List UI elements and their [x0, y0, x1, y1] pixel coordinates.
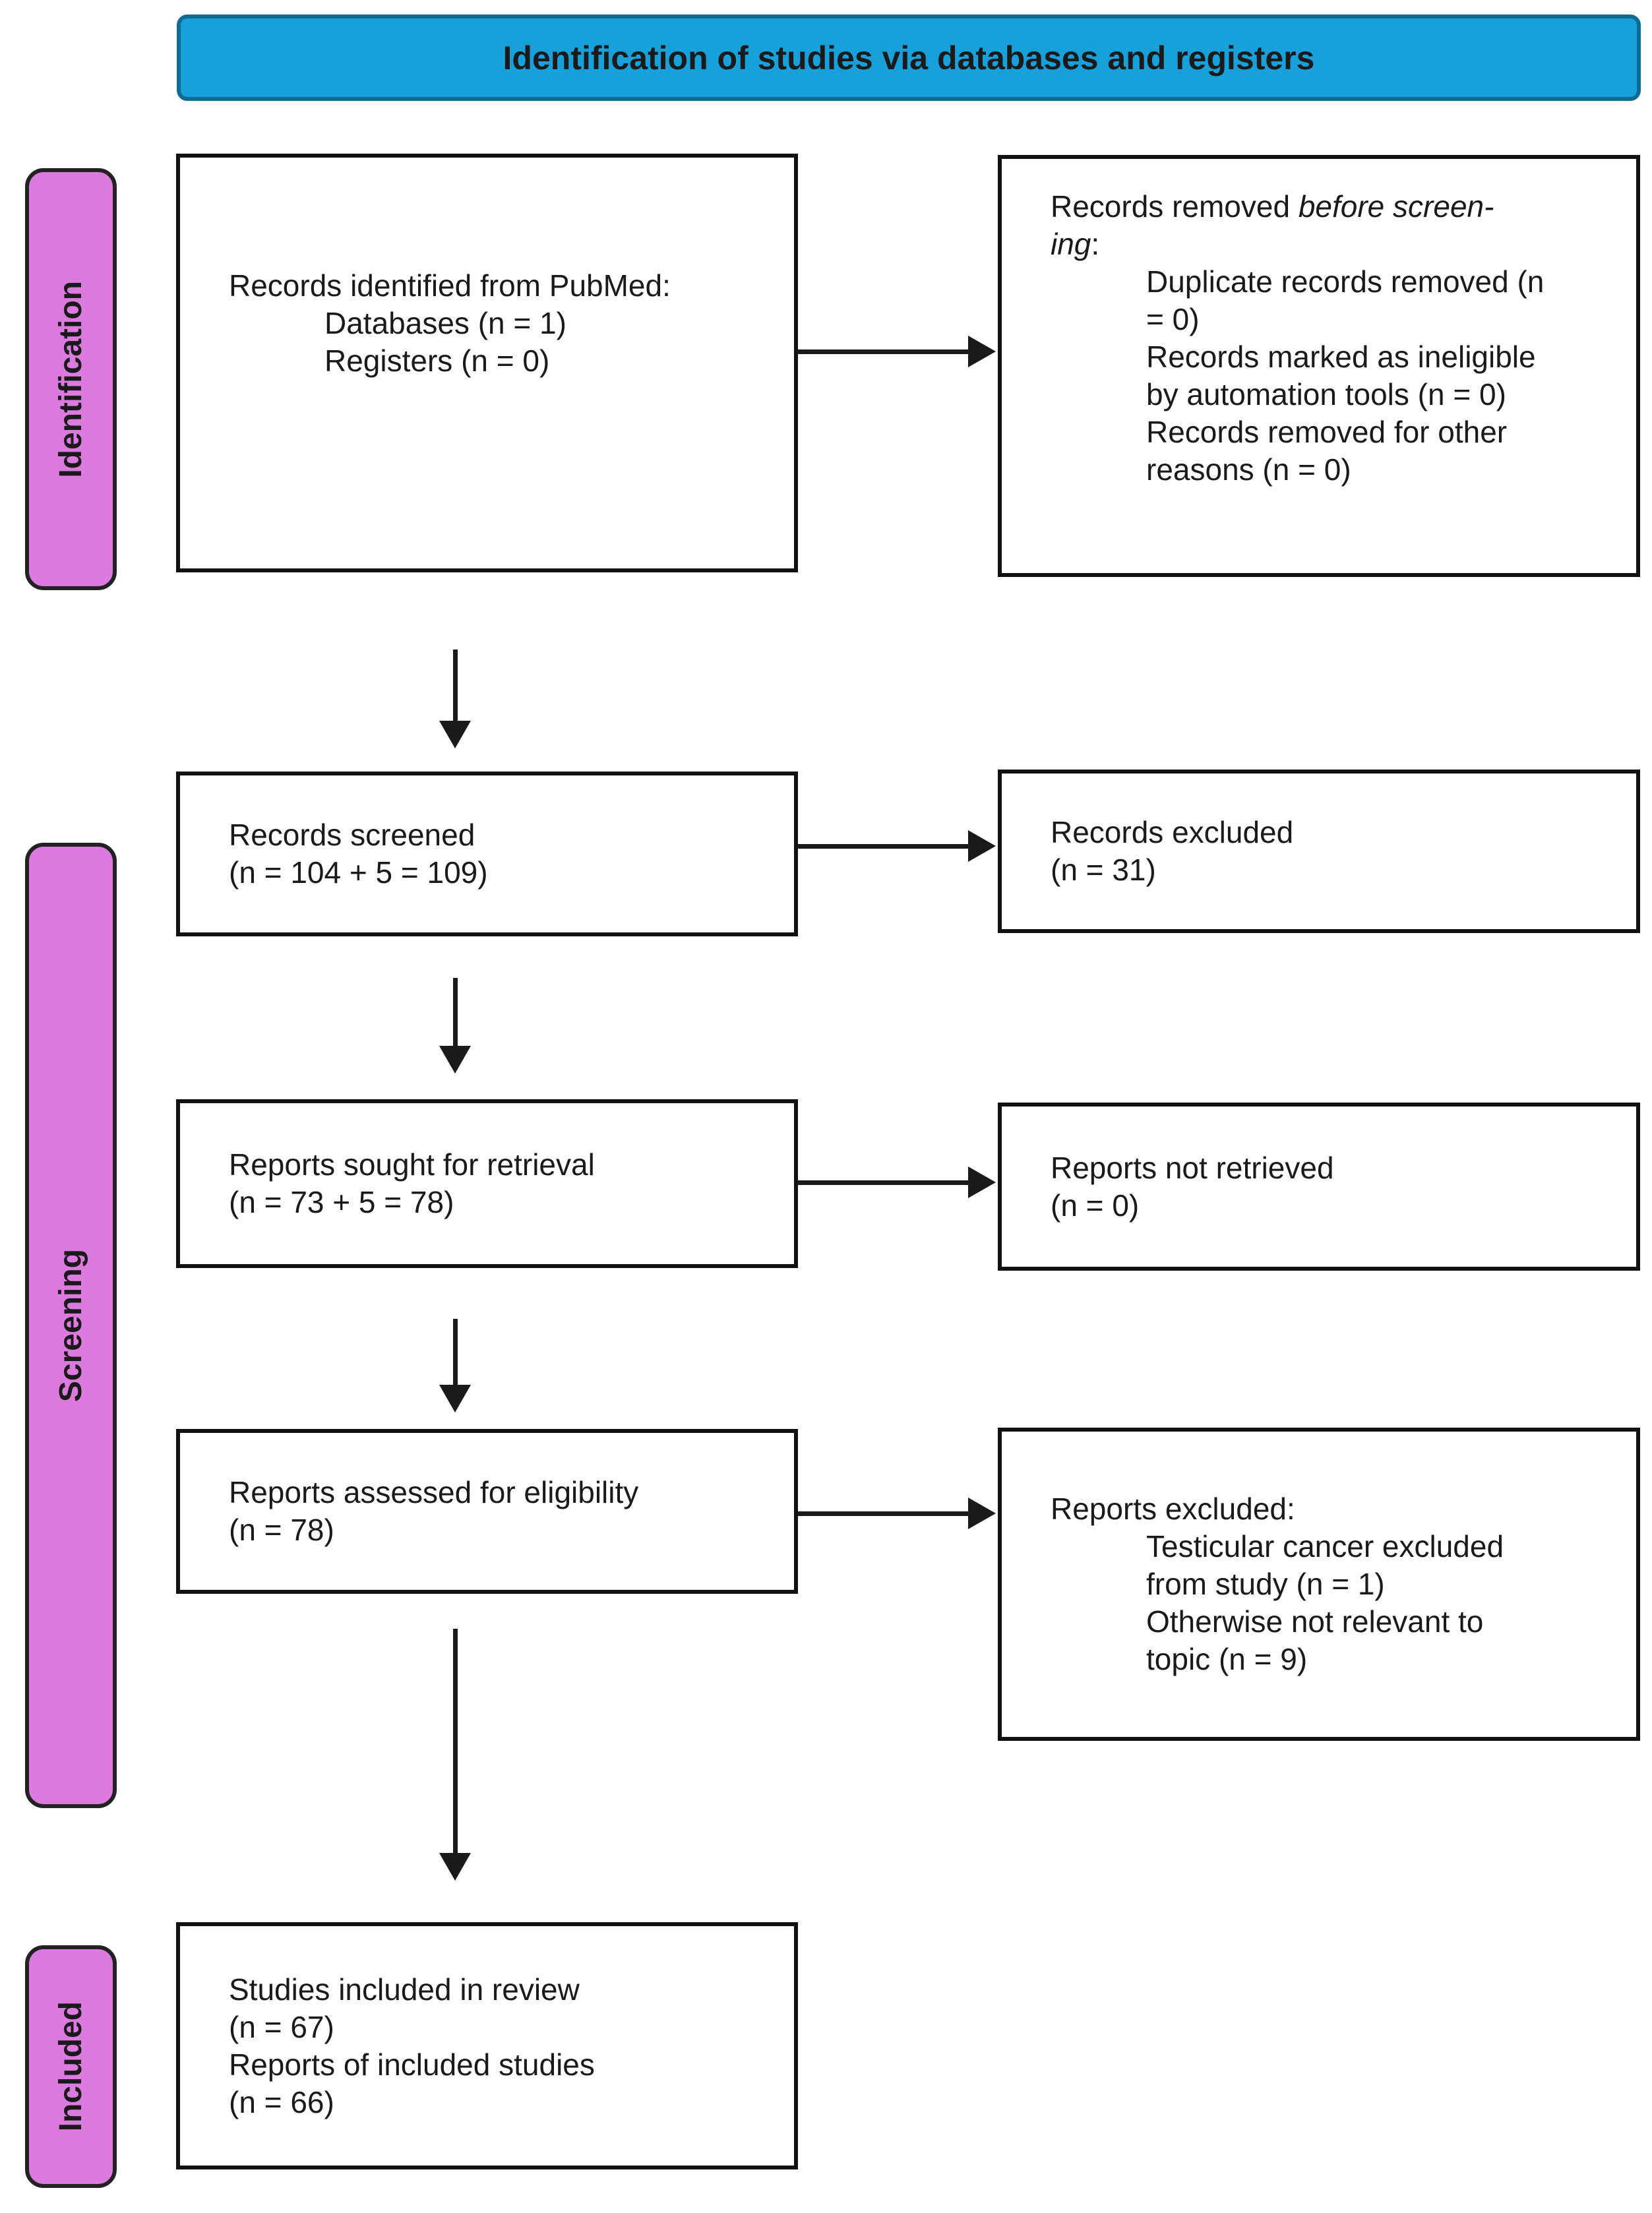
arrow-stem: [798, 843, 968, 849]
box-reports-assessed-for-eligibility: Reports assessed for eligibility(n = 78): [176, 1429, 798, 1594]
arrow-identified-to-screened: [439, 650, 471, 748]
arrow-right-head: [968, 336, 996, 367]
box-reports-sought-for-retrieval: Reports sought for retrieval(n = 73 + 5 …: [176, 1099, 798, 1268]
arrow-stem: [452, 1629, 458, 1853]
diagram-title-banner: Identification of studies via databases …: [177, 15, 1641, 101]
arrow-identified-to-removed: [798, 336, 996, 367]
arrow-screened-to-sought: [439, 978, 471, 1074]
arrow-stem: [452, 650, 458, 721]
arrow-assessed-to-reports-excluded: [798, 1498, 996, 1529]
box-records-removed-before-screening: Records removed before screen-ing:Duplic…: [998, 155, 1640, 577]
stage-label-identification: Identification: [25, 168, 117, 590]
box-reports-not-retrieved: Reports not retrieved(n = 0): [998, 1103, 1640, 1271]
arrow-right-head: [968, 1498, 996, 1529]
arrow-down-head: [439, 1853, 471, 1881]
diagram-title: Identification of studies via databases …: [503, 39, 1315, 76]
arrow-stem: [452, 1319, 458, 1385]
arrow-down-head: [439, 1385, 471, 1412]
arrow-stem: [798, 1511, 968, 1516]
arrow-assessed-to-included: [439, 1629, 471, 1881]
stage-label-identification-text: Identification: [53, 280, 88, 478]
arrow-stem: [798, 349, 968, 354]
arrow-sought-to-assessed: [439, 1319, 471, 1412]
arrow-stem: [452, 978, 458, 1046]
box-records-excluded: Records excluded(n = 31): [998, 770, 1640, 933]
arrow-stem: [798, 1180, 968, 1185]
stage-label-included-text: Included: [53, 2001, 88, 2132]
box-records-screened: Records screened(n = 104 + 5 = 109): [176, 772, 798, 936]
stage-label-screening-text: Screening: [53, 1248, 88, 1403]
arrow-right-head: [968, 830, 996, 862]
arrow-screened-to-excluded: [798, 830, 996, 862]
box-records-identified: Records identified from PubMed:Databases…: [176, 154, 798, 572]
box-studies-included-in-review: Studies included in review(n = 67)Report…: [176, 1922, 798, 2169]
arrow-down-head: [439, 1046, 471, 1074]
stage-label-included: Included: [25, 1945, 117, 2188]
box-reports-excluded: Reports excluded:Testicular cancer exclu…: [998, 1428, 1640, 1741]
arrow-down-head: [439, 721, 471, 748]
arrow-sought-to-not-retrieved: [798, 1167, 996, 1198]
stage-label-screening: Screening: [25, 843, 117, 1808]
arrow-right-head: [968, 1167, 996, 1198]
